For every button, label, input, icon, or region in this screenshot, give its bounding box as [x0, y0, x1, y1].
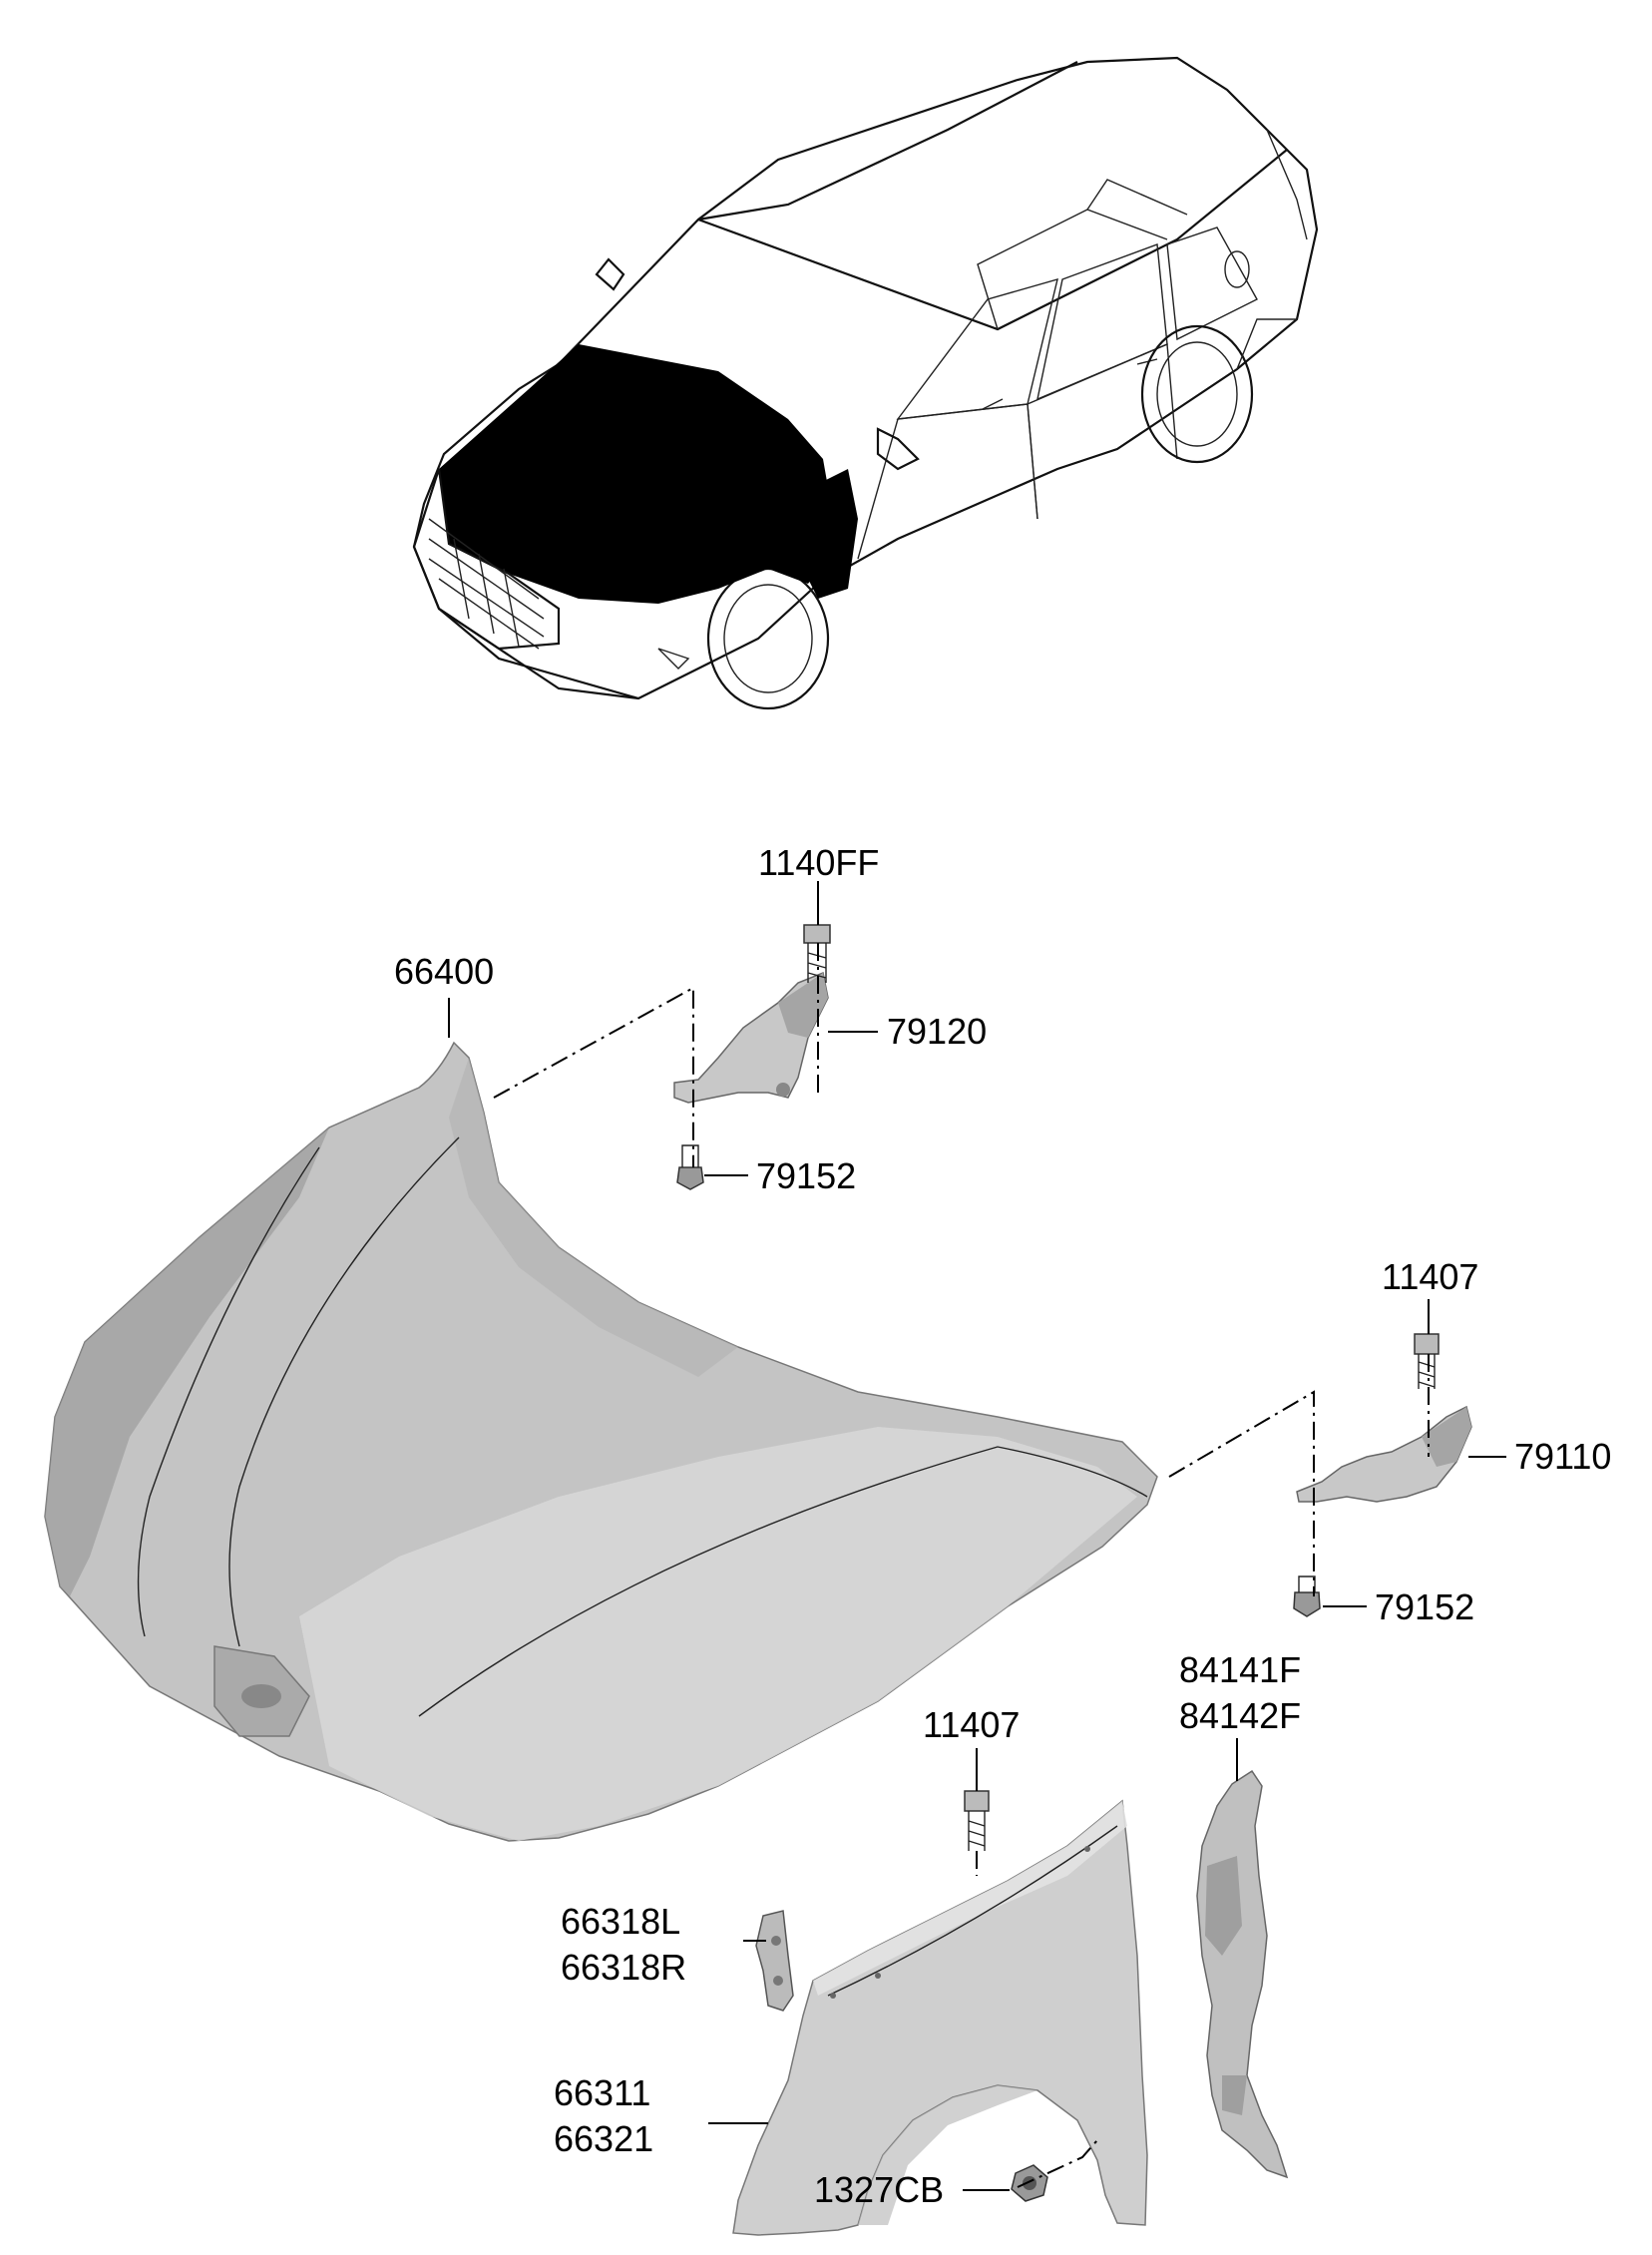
- label-bolt-11407-upper: 11407: [1382, 1256, 1478, 1297]
- hinge-left-79120: [673, 971, 829, 1104]
- bolt-11407-fender: [964, 1790, 990, 1851]
- label-bracket-66318r: 66318R: [561, 1947, 686, 1988]
- label-fender-66311: 66311: [554, 2072, 650, 2113]
- label-pad-84141f: 84141F: [1179, 1649, 1301, 1690]
- leader-lines: [448, 881, 1506, 2191]
- bolt-79152-left: [676, 1144, 704, 1190]
- label-fender-66321: 66321: [554, 2118, 653, 2159]
- hinge-right-79110: [1296, 1405, 1472, 1503]
- part-labels: 1140FF 66400 79120 79152 11407 79110 791…: [394, 842, 1611, 2210]
- label-bolt-79152-left: 79152: [756, 1155, 856, 1196]
- hood-highlight: [439, 344, 838, 604]
- assembly-dashed-lines: [493, 943, 1430, 2188]
- label-hinge-79110: 79110: [1514, 1436, 1611, 1477]
- bolt-11407-upper: [1414, 1333, 1440, 1389]
- hood-panel: [44, 1041, 1158, 1842]
- label-bolt-79152-right: 79152: [1375, 1586, 1474, 1627]
- fender-highlight: [808, 469, 858, 599]
- label-nut-1327cb: 1327CB: [814, 2169, 944, 2210]
- label-hinge-79120: 79120: [887, 1011, 987, 1052]
- nut-1327cb: [1011, 2164, 1048, 2202]
- label-pad-84142f: 84142F: [1179, 1695, 1301, 1736]
- label-bolt-11407-fender: 11407: [923, 1704, 1020, 1745]
- label-hood-66400: 66400: [394, 951, 494, 992]
- fender-insulator-pad: [1196, 1769, 1289, 2179]
- car-overview-illustration: [412, 56, 1319, 710]
- front-fender: [732, 1799, 1148, 2236]
- fender-bracket: [755, 1910, 794, 2012]
- label-bolt-1140ff: 1140FF: [758, 842, 879, 883]
- bolt-1140ff: [803, 924, 831, 983]
- bolt-79152-right: [1293, 1576, 1321, 1617]
- label-bracket-66318l: 66318L: [561, 1901, 680, 1942]
